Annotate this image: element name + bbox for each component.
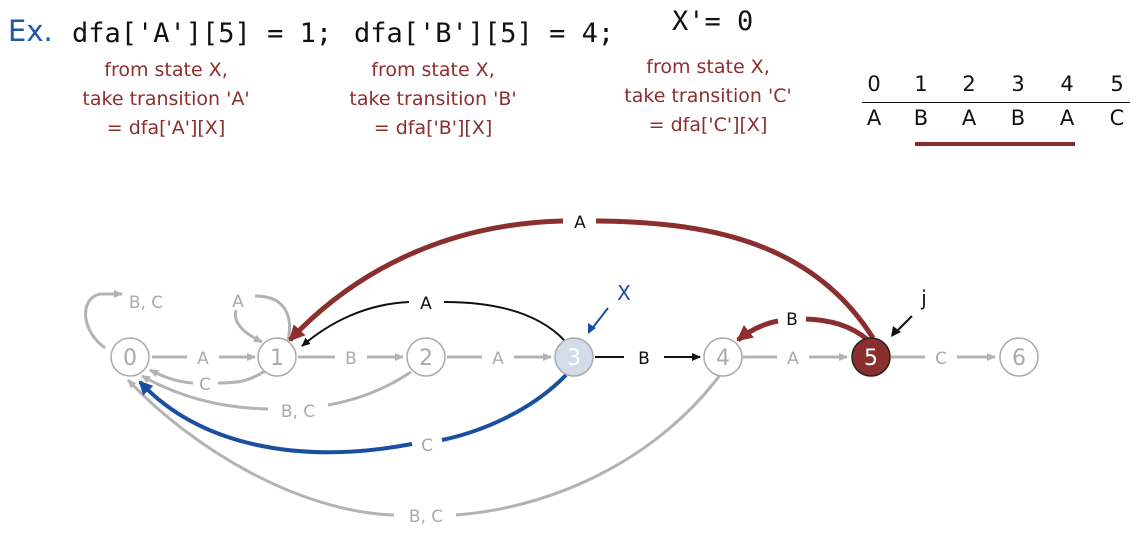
example-label: Ex.: [8, 14, 53, 48]
state-2-label: 2: [419, 346, 433, 371]
label-edge-4-5: A: [787, 349, 799, 369]
edge-1-0-end: [149, 368, 194, 385]
edge-3-1: [443, 301, 565, 341]
edge-3-1-end: [301, 301, 410, 347]
state-1: 1: [257, 337, 297, 377]
code-dfa-b: dfa['B'][5] = 4;: [354, 18, 615, 49]
edge-self-0: [84, 290, 123, 350]
code-dfa-a: dfa['A'][5] = 1;: [72, 18, 333, 49]
edge-self-1-return: [233, 309, 263, 344]
state-0: 0: [110, 337, 150, 377]
label-self-1: A: [232, 292, 244, 312]
state-1-label: 1: [270, 346, 284, 371]
label-edge-0-1: A: [197, 349, 209, 369]
pattern-index-3: 3: [1011, 72, 1025, 96]
edge-5-4: [805, 316, 870, 342]
note-transition-a: from state X, take transition 'A' = dfa[…: [66, 56, 266, 143]
note-a-line3: = dfa['A'][X]: [106, 117, 226, 139]
edge-5-1-end: [288, 218, 564, 342]
pattern-index-0: 0: [867, 72, 881, 96]
label-edge-3-1: A: [420, 294, 432, 314]
note-c-line3: = dfa['C'][X]: [648, 114, 768, 136]
state-2: 2: [406, 337, 446, 377]
pattern-index-4: 4: [1060, 72, 1074, 96]
x-pointer-label: X: [617, 281, 631, 305]
state-4: 4: [703, 337, 743, 377]
x-pointer-head: [588, 323, 596, 334]
pattern-char-3: B: [1010, 106, 1026, 130]
edge-5-4-end: [736, 318, 779, 342]
edge-1-0: [217, 369, 266, 385]
note-c-line2: take transition 'C': [624, 85, 792, 107]
j-pointer-label: j: [920, 286, 927, 310]
label-edge-1-2: B: [345, 349, 357, 369]
edge-3-0-end: [138, 380, 413, 455]
pattern-table-rule: [862, 102, 1130, 103]
pattern-highlight-bar: [915, 142, 1075, 146]
pattern-char-2: A: [961, 106, 977, 130]
j-pointer-head: [891, 326, 901, 337]
state-6-label: 6: [1012, 346, 1026, 371]
note-b-line1: from state X,: [371, 59, 495, 81]
label-edge-5-1: A: [574, 213, 586, 233]
label-edge-4-0: B, C: [409, 507, 443, 527]
note-a-line1: from state X,: [104, 59, 228, 81]
code-restart-state: X'= 0: [672, 6, 754, 37]
state-5-label: 5: [864, 346, 878, 371]
label-self-0: B, C: [129, 293, 163, 313]
pattern-char-1: B: [913, 106, 929, 130]
note-b-line2: take transition 'B': [349, 88, 517, 110]
note-transition-b: from state X, take transition 'B' = dfa[…: [333, 56, 533, 143]
pattern-char-0: A: [866, 106, 882, 130]
label-edge-1-0: C: [199, 375, 211, 395]
pattern-index-2: 2: [962, 72, 976, 96]
state-6: 6: [999, 337, 1039, 377]
state-5: 5: [851, 337, 891, 377]
pattern-index-1: 1: [914, 72, 928, 96]
pattern-char-4: A: [1059, 106, 1075, 130]
edge-4-0-end: [126, 378, 395, 517]
edge-4-0: [455, 374, 722, 517]
note-c-line1: from state X,: [646, 56, 770, 78]
label-edge-5-4: B: [786, 310, 798, 330]
pattern-char-5: C: [1109, 106, 1125, 130]
state-3-label: 3: [567, 346, 581, 371]
state-3: 3: [554, 337, 594, 377]
edge-5-1: [595, 218, 876, 340]
label-edge-2-0: B, C: [281, 402, 315, 422]
note-transition-c: from state X, take transition 'C' = dfa[…: [608, 53, 808, 140]
label-edge-3-0: C: [421, 436, 433, 456]
edge-self-1: [254, 294, 291, 341]
note-b-line3: = dfa['B'][X]: [373, 117, 493, 139]
edge-2-0: [327, 370, 412, 407]
label-edge-2-3: A: [492, 349, 504, 369]
label-edge-3-4: B: [638, 349, 650, 369]
pattern-index-5: 5: [1110, 72, 1124, 96]
label-edge-5-6: C: [935, 349, 947, 369]
edge-3-0: [441, 373, 568, 442]
note-a-line2: take transition 'A': [82, 88, 250, 110]
state-4-label: 4: [716, 346, 730, 371]
state-0-label: 0: [123, 346, 137, 371]
x-pointer-arrow: [590, 307, 609, 331]
